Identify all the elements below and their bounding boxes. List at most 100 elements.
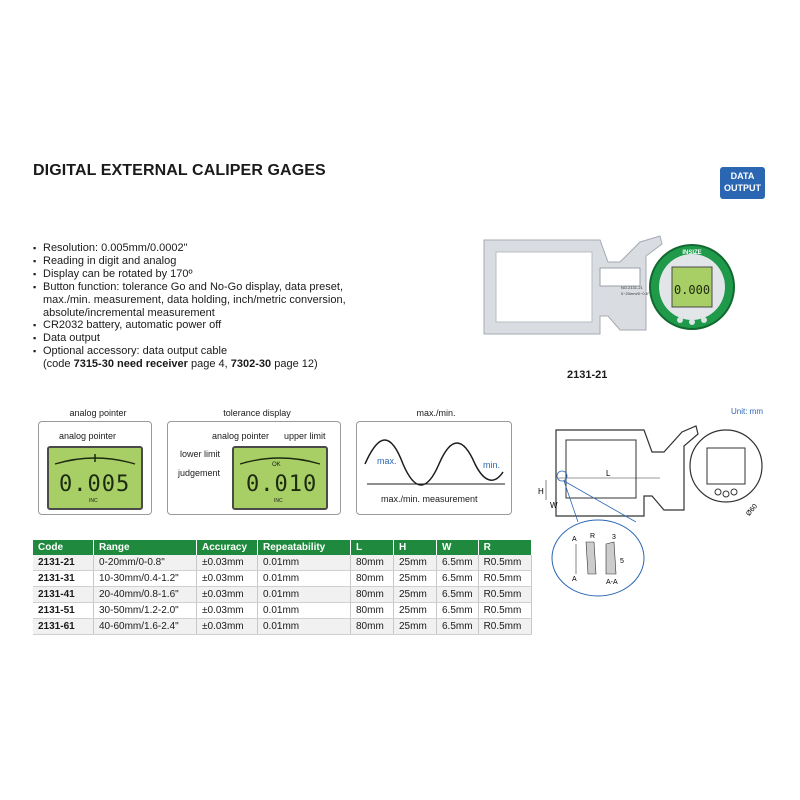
cell-W: 6.5mm: [436, 618, 479, 635]
cell-range: 40-60mm/1.6-2.4": [93, 618, 197, 635]
dim-H: H: [538, 487, 544, 496]
detail-dim-3: 3: [612, 534, 616, 541]
cell-H: 25mm: [393, 586, 437, 603]
cell-R: R0.5mm: [478, 618, 532, 635]
cell-repeatability: 0.01mm: [257, 570, 351, 587]
accessory-code-cable: 7302-30: [230, 358, 272, 371]
accessory-prefix: (code: [43, 358, 74, 371]
unit-note: Unit: mm: [731, 407, 763, 416]
col-W: W: [436, 540, 479, 555]
cell-L: 80mm: [350, 618, 394, 635]
accessory-code-receiver: 7315-30 need receiver: [73, 358, 188, 371]
analog-scale: [54, 454, 136, 465]
tolerance-judgement-label: judgement: [178, 468, 221, 478]
photo-screen-digits: 0.000: [674, 283, 710, 297]
detail-R: R: [590, 533, 595, 540]
detail-dim-5: 5: [620, 558, 624, 565]
tolerance-unit: INC: [274, 498, 283, 504]
table-row: 2131-41 20-40mm/0.8-1.6" ±0.03mm 0.01mm …: [33, 586, 532, 603]
tolerance-analog-label: analog pointer: [212, 431, 270, 441]
cell-R: R0.5mm: [478, 602, 532, 619]
col-L: L: [350, 540, 394, 555]
panel-caption-analog: analog pointer: [69, 408, 127, 418]
cell-H: 25mm: [393, 618, 437, 635]
dim-W: W: [550, 501, 558, 510]
cell-R: R0.5mm: [478, 586, 532, 603]
panel-caption-tolerance: tolerance display: [223, 408, 291, 418]
tolerance-upper-label: upper limit: [284, 431, 326, 441]
cell-code: 2131-41: [33, 586, 94, 603]
col-repeatability: Repeatability: [257, 540, 351, 555]
caliper-product-photo: INSIZE 0.000 NO.2131-21 0~20mm/0~0.8": [483, 235, 735, 335]
feature-item: Button function: tolerance Go and No-Go …: [33, 281, 346, 294]
table-header-row: Code Range Accuracy Repeatability L H W …: [33, 540, 532, 555]
cell-H: 25mm: [393, 555, 437, 571]
accessory-mid: page 4,: [187, 358, 231, 371]
cell-repeatability: 0.01mm: [257, 586, 351, 603]
cell-code: 2131-21: [33, 555, 94, 571]
cell-L: 80mm: [350, 602, 394, 619]
cell-range: 10-30mm/0.4-1.2": [93, 570, 197, 587]
col-range: Range: [93, 540, 197, 555]
detail-section-label: A-A: [606, 579, 618, 586]
maxmin-panel: max. min. max./min. measurement: [356, 421, 512, 515]
dim-diameter: Ø60: [745, 503, 759, 518]
data-output-badge: DATA OUTPUT: [720, 167, 765, 199]
detail-A-top: A: [572, 536, 577, 543]
table-row: 2131-61 40-60mm/1.6-2.4" ±0.03mm 0.01mm …: [33, 618, 532, 635]
cell-range: 20-40mm/0.8-1.6": [93, 586, 197, 603]
cell-W: 6.5mm: [436, 555, 479, 571]
model-label: 2131-21: [567, 369, 608, 381]
analog-digits: 0.005: [59, 472, 131, 497]
tolerance-lower-label: lower limit: [180, 449, 221, 459]
cell-repeatability: 0.01mm: [257, 618, 351, 635]
cell-range: 0-20mm/0-0.8": [93, 555, 197, 571]
cell-range: 30-50mm/1.2-2.0": [93, 602, 197, 619]
cell-W: 6.5mm: [436, 570, 479, 587]
cell-code: 2131-61: [33, 618, 94, 635]
maxmin-wave: [364, 439, 505, 486]
cell-H: 25mm: [393, 570, 437, 587]
maxmin-min-label: min.: [483, 460, 501, 470]
cell-L: 80mm: [350, 586, 394, 603]
cell-H: 25mm: [393, 602, 437, 619]
feature-list: Resolution: 0.005mm/0.0002" Reading in d…: [33, 242, 346, 371]
feature-item: CR2032 battery, automatic power off: [33, 319, 346, 332]
feature-item: Reading in digit and analog: [33, 255, 346, 268]
feature-item: Optional accessory: data output cable: [33, 345, 346, 358]
panel-caption-maxmin: max./min.: [416, 408, 456, 418]
analog-unit: INC: [89, 498, 98, 504]
analog-lcd: 0.005 INC: [47, 446, 143, 510]
maxmin-max-label: max.: [377, 456, 397, 466]
table-row: 2131-21 0-20mm/0-0.8" ±0.03mm 0.01mm 80m…: [33, 555, 532, 571]
spec-table: Code Range Accuracy Repeatability L H W …: [33, 540, 532, 635]
analog-pointer-panel: analog pointer 0.005 INC: [38, 421, 152, 515]
detail-A-bottom: A: [572, 576, 577, 583]
cell-code: 2131-51: [33, 602, 94, 619]
feature-item: Data output: [33, 332, 346, 345]
accessory-suffix: page 12): [271, 358, 318, 371]
col-H: H: [393, 540, 437, 555]
cell-repeatability: 0.01mm: [257, 555, 351, 571]
page-title: DIGITAL EXTERNAL CALIPER GAGES: [33, 162, 326, 179]
feature-item-continued: absolute/incremental measurement: [43, 306, 215, 319]
cell-accuracy: ±0.03mm: [196, 555, 258, 571]
dim-L: L: [606, 469, 611, 478]
feature-item-continued: max./min. measurement, data holding, inc…: [43, 293, 346, 306]
cell-code: 2131-31: [33, 570, 94, 587]
dimension-drawing: L H W Ø60 A A R 3 5 A-A: [538, 425, 763, 597]
tolerance-ok: OK: [272, 462, 281, 468]
cell-accuracy: ±0.03mm: [196, 586, 258, 603]
analog-pointer-label: analog pointer: [59, 431, 117, 441]
accessory-codes: (code 7315-30 need receiver page 4, 7302…: [33, 358, 346, 371]
feature-item: Display can be rotated by 170º: [33, 268, 346, 281]
tolerance-scale: [239, 457, 321, 465]
cell-L: 80mm: [350, 555, 394, 571]
cell-repeatability: 0.01mm: [257, 602, 351, 619]
tolerance-display-panel: analog pointer upper limit lower limit j…: [167, 421, 341, 515]
col-accuracy: Accuracy: [196, 540, 258, 555]
cell-R: R0.5mm: [478, 555, 532, 571]
cell-accuracy: ±0.03mm: [196, 618, 258, 635]
tolerance-digits: 0.010: [246, 472, 318, 497]
badge-line-1: DATA: [730, 171, 755, 181]
